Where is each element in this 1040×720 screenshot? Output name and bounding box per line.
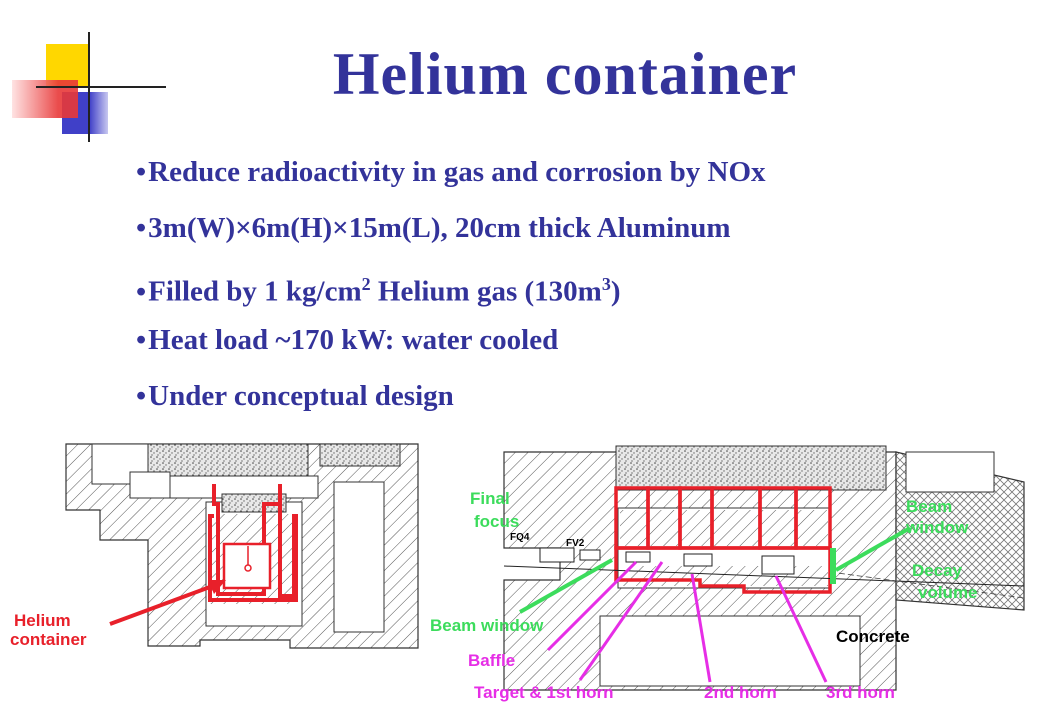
bullet-glyph: • xyxy=(136,324,147,356)
bullet-glyph: • xyxy=(136,212,147,244)
beam-window-bottom-arrow xyxy=(519,558,613,614)
concrete-label: Concrete xyxy=(836,627,910,646)
bullet-item: •3m(W)×6m(H)×15m(L), 20cm thick Aluminum xyxy=(136,212,731,244)
deco-horizontal-line xyxy=(36,86,166,88)
3rd-horn-label: 3rd horn xyxy=(826,683,895,702)
bullet-glyph: • xyxy=(136,156,147,188)
left-pit-speckle xyxy=(221,493,287,513)
bullet-list: •Reduce radioactivity in gas and corrosi… xyxy=(136,152,766,432)
final-focus-label-2: focus xyxy=(474,512,520,531)
fv2-label: FV2 xyxy=(566,538,585,549)
right-inner-hatch xyxy=(620,510,828,546)
left-top-speckle-2 xyxy=(319,443,401,467)
fq4-label: FQ4 xyxy=(510,532,530,543)
bullet-glyph: • xyxy=(136,275,147,308)
bullet-item: •Filled by 1 kg/cm2 Helium gas (130m3) xyxy=(136,274,621,308)
horn2-arrow xyxy=(690,573,712,683)
fv2-magnet xyxy=(579,549,601,561)
deco-yellow-square xyxy=(46,44,88,86)
horn3-arrow xyxy=(774,575,828,683)
bullet-item: •Heat load ~170 kW: water cooled xyxy=(136,324,559,356)
fq4-magnet xyxy=(539,547,575,563)
decay-volume-label-1: Decay xyxy=(912,561,963,580)
cross-section-diagram xyxy=(65,443,419,649)
2nd-horn-label: 2nd horn xyxy=(704,683,777,702)
horn-2 xyxy=(683,553,713,567)
right-bottom-white xyxy=(599,615,861,687)
left-white-ledge-2 xyxy=(129,471,171,499)
target-arrow xyxy=(578,561,664,681)
decay-volume-label-2: volume xyxy=(918,583,978,602)
beamline xyxy=(503,565,1025,587)
beam-window-top-arrow xyxy=(835,526,911,572)
baffle-arrow xyxy=(546,560,638,652)
helium-container-label-2: container xyxy=(10,630,87,649)
beam-window-end xyxy=(830,548,836,584)
horn-3 xyxy=(761,555,795,575)
left-helium-container-outline xyxy=(208,484,298,602)
right-top-speckle xyxy=(615,445,887,491)
beam-window-bottom-label: Beam window xyxy=(430,616,544,635)
final-focus-label-1: Final xyxy=(470,489,510,508)
bullet-glyph: • xyxy=(136,380,147,412)
slide-title: Helium container xyxy=(332,41,798,107)
left-helium-arrow-head xyxy=(208,580,226,594)
target-1st-horn-label: Target & 1st horn xyxy=(474,683,614,702)
left-inner-target xyxy=(244,564,252,572)
left-helium-arrow xyxy=(109,582,219,626)
left-top-speckle xyxy=(147,443,309,481)
beamline-2 xyxy=(829,571,1025,599)
right-far-block xyxy=(905,451,995,493)
horn-1 xyxy=(625,551,651,563)
baffle-label: Baffle xyxy=(468,651,516,670)
left-side-opening xyxy=(333,481,385,633)
longitudinal-section-diagram: FQ4 FV2 xyxy=(503,445,1025,691)
beam-window-top-label-1: Beam xyxy=(906,497,953,516)
bullet-item: •Reduce radioactivity in gas and corrosi… xyxy=(136,156,766,188)
helium-container-label-1: Helium xyxy=(14,611,71,630)
bullet-item: •Under conceptual design xyxy=(136,380,454,412)
beam-window-top-label-2: window xyxy=(906,518,969,537)
